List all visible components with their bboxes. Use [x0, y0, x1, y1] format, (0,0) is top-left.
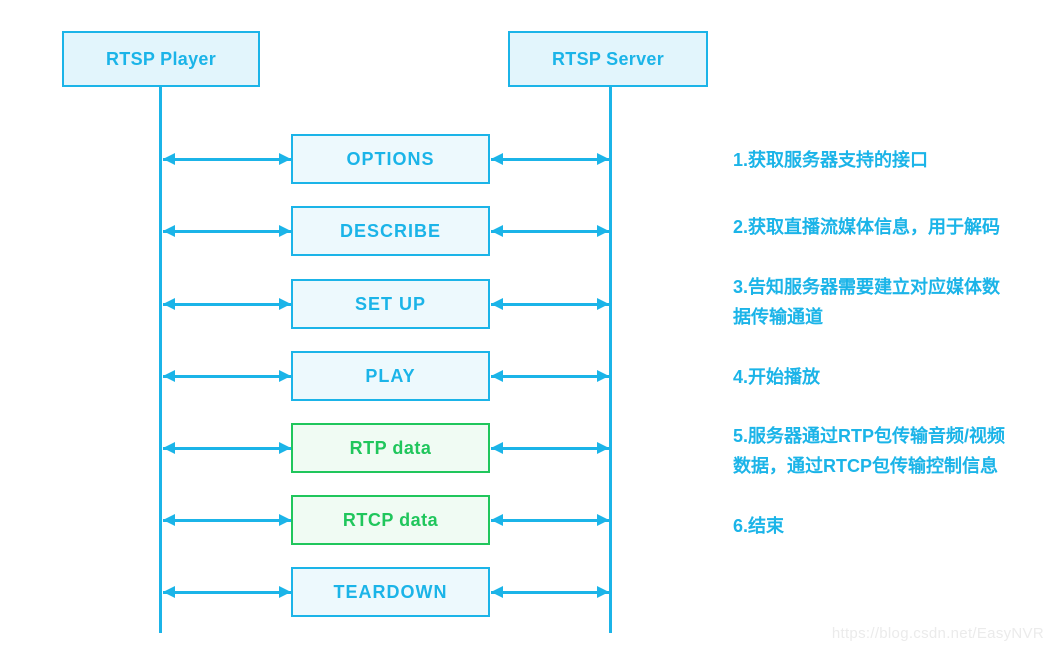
arrow-player-options [163, 153, 291, 165]
arrow-setup-server [491, 298, 609, 310]
arrow-player-setup [163, 298, 291, 310]
arrow-player-rtp-data [163, 442, 291, 454]
actor-label-rtsp-player: RTSP Player [105, 48, 217, 69]
arrow-teardown-server [491, 586, 609, 598]
note-5-rtp-rtcp: 5.服务器通过RTP包传输音频/视频 数据，通过RTCP包传输控制信息 [733, 426, 1006, 476]
note-4-play: 4.开始播放 [733, 367, 821, 387]
arrow-rtp-data-server [491, 442, 609, 454]
note-2-describe: 2.获取直播流媒体信息，用于解码 [733, 217, 1001, 237]
message-label-play: PLAY [365, 365, 416, 386]
actor-box-rtsp-server: RTSP Server [508, 31, 708, 87]
actor-box-rtsp-player: RTSP Player [62, 31, 260, 87]
message-box-rtp-data: RTP data [291, 423, 490, 473]
message-box-rtcp-data: RTCP data [291, 495, 490, 545]
arrow-play-server [491, 370, 609, 382]
note-6-end: 6.结束 [733, 516, 785, 536]
message-label-teardown: TEARDOWN [333, 581, 448, 602]
note-1-options: 1.获取服务器支持的接口 [733, 150, 929, 170]
message-label-rtcp-data: RTCP data [342, 509, 439, 530]
arrow-rtcp-data-server [491, 514, 609, 526]
message-box-setup: SET UP [291, 279, 490, 329]
message-box-describe: DESCRIBE [291, 206, 490, 256]
message-box-options: OPTIONS [291, 134, 490, 184]
message-box-play: PLAY [291, 351, 490, 401]
watermark-url: https://blog.csdn.net/EasyNVR [831, 625, 1044, 642]
arrow-player-play [163, 370, 291, 382]
arrow-options-server [491, 153, 609, 165]
arrow-player-describe [163, 225, 291, 237]
lifeline-server [609, 87, 612, 633]
arrow-player-teardown [163, 586, 291, 598]
message-label-setup: SET UP [354, 293, 426, 314]
message-label-rtp-data: RTP data [349, 437, 432, 458]
message-box-teardown: TEARDOWN [291, 567, 490, 617]
actor-label-rtsp-server: RTSP Server [551, 48, 665, 69]
arrow-player-rtcp-data [163, 514, 291, 526]
message-label-options: OPTIONS [346, 148, 435, 169]
arrow-describe-server [491, 225, 609, 237]
lifeline-player [159, 87, 162, 633]
message-label-describe: DESCRIBE [339, 220, 441, 241]
note-3-setup: 3.告知服务器需要建立对应媒体数 据传输通道 [733, 277, 1001, 327]
